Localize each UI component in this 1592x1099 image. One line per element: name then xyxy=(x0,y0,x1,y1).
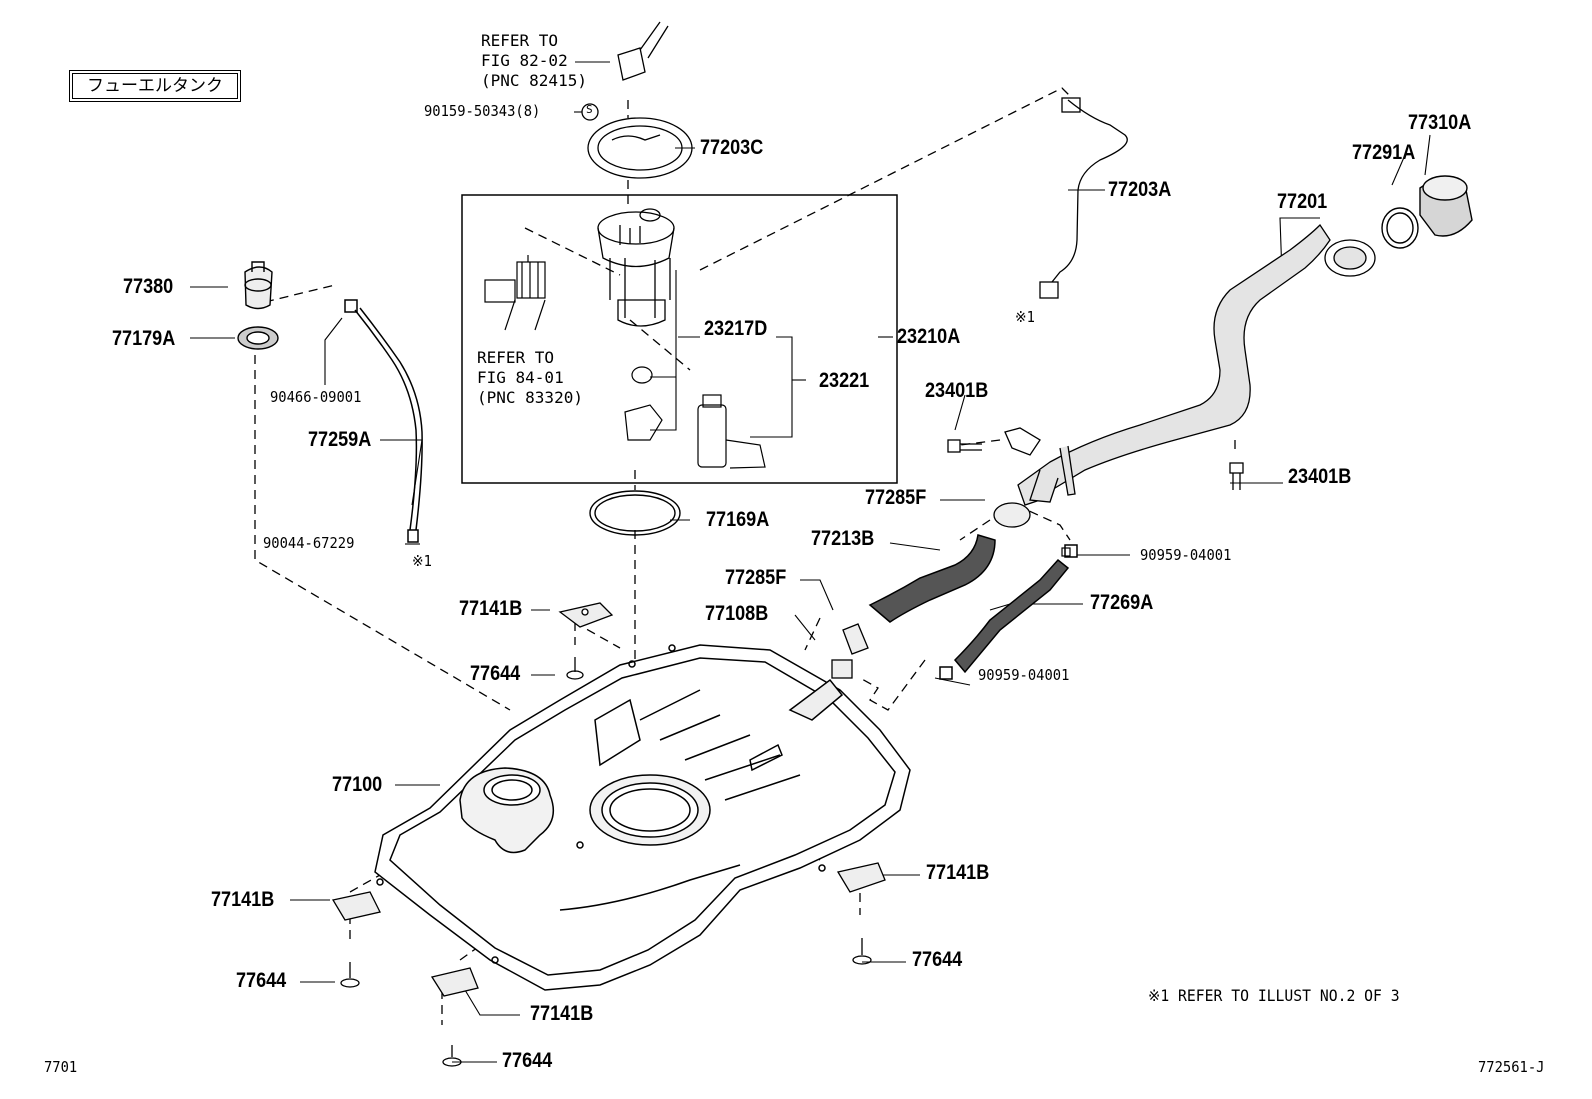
gasket-77179A xyxy=(237,326,279,350)
o-ring-77169A xyxy=(589,490,681,536)
label-77100[interactable]: 77100 xyxy=(332,773,383,796)
label-77141B-right[interactable]: 77141B xyxy=(926,861,990,884)
label-23401B-right[interactable]: 23401B xyxy=(1288,465,1352,488)
bracket-77141B-left xyxy=(331,891,381,921)
label-77203C[interactable]: 77203C xyxy=(700,136,764,159)
label-77201[interactable]: 77201 xyxy=(1277,190,1328,213)
ref-fig82-line1: REFER TO xyxy=(481,31,559,50)
gasket-77291A xyxy=(1381,207,1419,249)
bolt-77644-top xyxy=(566,657,584,680)
label-77291A[interactable]: 77291A xyxy=(1352,141,1416,164)
label-90466-09001[interactable]: 90466-09001 xyxy=(270,388,362,406)
label-23217D[interactable]: 23217D xyxy=(704,317,768,340)
label-77141B-left[interactable]: 77141B xyxy=(211,888,275,911)
ref-fig82[interactable]: REFER TO FIG 82-02 (PNC 82415) xyxy=(481,31,587,91)
label-90159-50343[interactable]: 90159-50343(8) xyxy=(424,102,541,120)
label-23401B-left[interactable]: 23401B xyxy=(925,379,989,402)
label-77269A[interactable]: 77269A xyxy=(1090,591,1154,614)
label-77259A[interactable]: 77259A xyxy=(308,428,372,451)
wire-harness-77203A xyxy=(1039,97,1128,299)
ref-fig84-line1: REFER TO xyxy=(477,348,555,367)
label-77169A[interactable]: 77169A xyxy=(706,508,770,531)
illustration-code: 772561-J xyxy=(1478,1058,1545,1076)
label-77108B[interactable]: 77108B xyxy=(705,602,769,625)
cap-77380 xyxy=(244,261,273,310)
label-77644-top[interactable]: 77644 xyxy=(470,662,521,685)
label-77141B-top[interactable]: 77141B xyxy=(459,597,523,620)
hose-77213B xyxy=(868,534,996,623)
bolt-77644-right xyxy=(852,938,872,965)
s-mark: S xyxy=(586,103,593,116)
ref-fig84-line2: FIG 84-01 xyxy=(477,368,564,387)
connector-82415 xyxy=(581,21,669,121)
figure-id: 7701 xyxy=(44,1058,78,1076)
label-77285F-a[interactable]: 77285F xyxy=(865,486,927,509)
bracket-77141B-right xyxy=(836,862,886,893)
label-77380[interactable]: 77380 xyxy=(123,275,174,298)
label-77179A[interactable]: 77179A xyxy=(112,327,176,350)
ref-fig82-line2: FIG 82-02 xyxy=(481,51,568,70)
label-77141B-bottom[interactable]: 77141B xyxy=(530,1002,594,1025)
fuel-pump-module xyxy=(597,208,675,327)
ref-fig82-line3: (PNC 82415) xyxy=(481,71,587,90)
label-77310A[interactable]: 77310A xyxy=(1408,111,1472,134)
hose-77269A xyxy=(939,544,1078,680)
label-77213B[interactable]: 77213B xyxy=(811,527,875,550)
bolt-77644-bottom xyxy=(442,1045,462,1067)
footnote-refer-illust: ※1 REFER TO ILLUST NO.2 OF 3 xyxy=(1148,986,1400,1005)
label-90044-67229[interactable]: 90044-67229 xyxy=(263,534,355,552)
ref-fig84-line3: (PNC 83320) xyxy=(477,388,583,407)
fuel-cap-77310A xyxy=(1419,175,1473,237)
bracket-77141B-top xyxy=(558,602,614,628)
bolt-23401B-right xyxy=(1229,462,1244,490)
bolt-77644-left xyxy=(340,962,360,988)
label-23210A[interactable]: 23210A xyxy=(897,325,961,348)
label-77644-bottom[interactable]: 77644 xyxy=(502,1049,553,1072)
bracket-77141B-bottom xyxy=(430,967,479,997)
clip-90959-top xyxy=(1061,547,1071,557)
label-77644-left[interactable]: 77644 xyxy=(236,969,287,992)
ref-fig84[interactable]: REFER TO FIG 84-01 (PNC 83320) xyxy=(477,348,583,408)
gasket-cover-77203C xyxy=(587,117,693,179)
label-90959-04001-a[interactable]: 90959-04001 xyxy=(1140,546,1232,564)
clamp-77285F xyxy=(842,502,1031,655)
label-77203A[interactable]: 77203A xyxy=(1108,178,1172,201)
page-title: フューエルタンク xyxy=(69,70,241,102)
label-77285F-b[interactable]: 77285F xyxy=(725,566,787,589)
note-mark-1-left: ※1 xyxy=(412,552,432,570)
grommet-77108B xyxy=(831,659,853,679)
bolt-23401B-left xyxy=(947,439,982,453)
note-mark-1-right: ※1 xyxy=(1015,308,1035,326)
label-77644-right[interactable]: 77644 xyxy=(912,948,963,971)
fuel-pump-parts xyxy=(624,366,766,469)
label-23221[interactable]: 23221 xyxy=(819,369,870,392)
label-90959-04001-b[interactable]: 90959-04001 xyxy=(978,666,1070,684)
fuel-tank-77100 xyxy=(374,644,911,991)
breather-hose-77259A xyxy=(344,299,423,543)
module-group-box xyxy=(461,194,898,484)
fuel-sender-gauge xyxy=(484,255,546,331)
filler-neck-77201 xyxy=(1004,223,1376,506)
